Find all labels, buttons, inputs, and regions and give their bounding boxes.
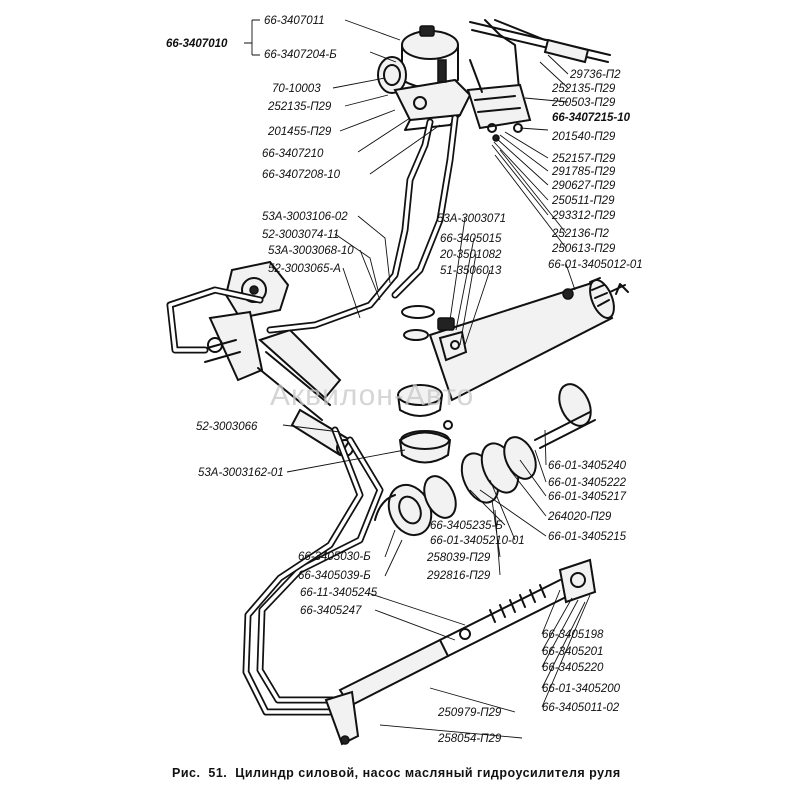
part-label: 291785-П29 [551,166,616,178]
part-label: 53А-3003106-02 [262,211,348,223]
part-label: 250979-П29 [437,707,502,719]
part-label: 66-3405220 [542,662,604,674]
part-label: 66-01-3405215 [548,531,627,543]
part-label: 52-3003074-11 [262,229,339,241]
piston-rod-assembly [324,558,597,746]
part-label: 66-3405039-Б [298,570,371,582]
part-label: 258039-П29 [426,552,491,564]
part-label: 264020-П29 [547,511,612,523]
part-label: 201455-П29 [267,126,332,138]
part-label: 66-3405201 [542,646,603,658]
part-label: 250503-П29 [551,97,616,109]
part-label: 66-3407010 [166,38,228,50]
part-label: 66-3405015 [440,233,502,245]
part-labels: 66-3407010 66-3407011 66-3407204-Б 70-10… [166,15,643,745]
part-label: 66-3405235-Б [430,520,503,532]
part-label: 290627-П29 [551,180,616,192]
part-label: 66-3407210 [262,148,324,160]
part-label: 66-3407011 [264,15,325,27]
part-label: 66-3405030-Б [298,551,371,563]
figure-caption: Рис. 51. Цилиндр силовой, насос масляный… [172,766,621,780]
valve-parts [397,305,468,464]
part-label: 52-3003066 [196,421,258,433]
pump-bracket-assembly [466,19,611,142]
part-label: 29736-П2 [569,69,621,81]
part-label: 66-3405247 [300,605,362,617]
part-label: 53А-3003162-01 [198,467,284,479]
part-label: 53А-3003071 [437,213,506,225]
part-label: 258054-П29 [437,733,502,745]
leader-lines [244,19,591,739]
part-label: 293312-П29 [551,210,616,222]
part-label: 66-3407208-10 [262,169,341,181]
part-label: 70-10003 [272,83,321,95]
part-label: 250511-П29 [551,195,615,207]
part-label: 66-01-3405200 [542,683,621,695]
oil-pump-assembly [377,25,472,131]
part-label: 66-01-3405240 [548,460,627,472]
part-label: 66-01-3405217 [548,491,627,503]
watermark-text: Аквилон-Авто [270,379,474,412]
part-label: 66-01-3405222 [548,477,627,489]
part-label: 252135-П29 [551,83,616,95]
part-label: 52-3003065-А [268,263,341,275]
part-label: 250613-П29 [551,243,616,255]
part-label: 66-11-3405245 [300,587,378,599]
part-label: 66-01-3405012-01 [548,259,643,271]
piston-components [374,383,596,537]
part-label: 53А-3003068-10 [268,245,354,257]
part-label: 20-3501082 [439,249,502,261]
part-label: 66-3405198 [542,629,604,641]
part-label: 66-3405011-02 [542,702,620,714]
part-label: 66-01-3405210-01 [430,535,525,547]
part-label: 292816-П29 [426,570,491,582]
part-label: 201540-П29 [551,131,616,143]
hydraulic-hoses [166,114,459,716]
part-label: 51-3506013 [440,265,502,277]
part-label: 252136-П2 [551,228,610,240]
part-label: 252135-П29 [267,101,332,113]
power-cylinder-body [428,277,629,402]
part-label: 66-3407215-10 [552,112,631,124]
part-label: 66-3407204-Б [264,49,337,61]
part-label: 252157-П29 [551,153,616,165]
